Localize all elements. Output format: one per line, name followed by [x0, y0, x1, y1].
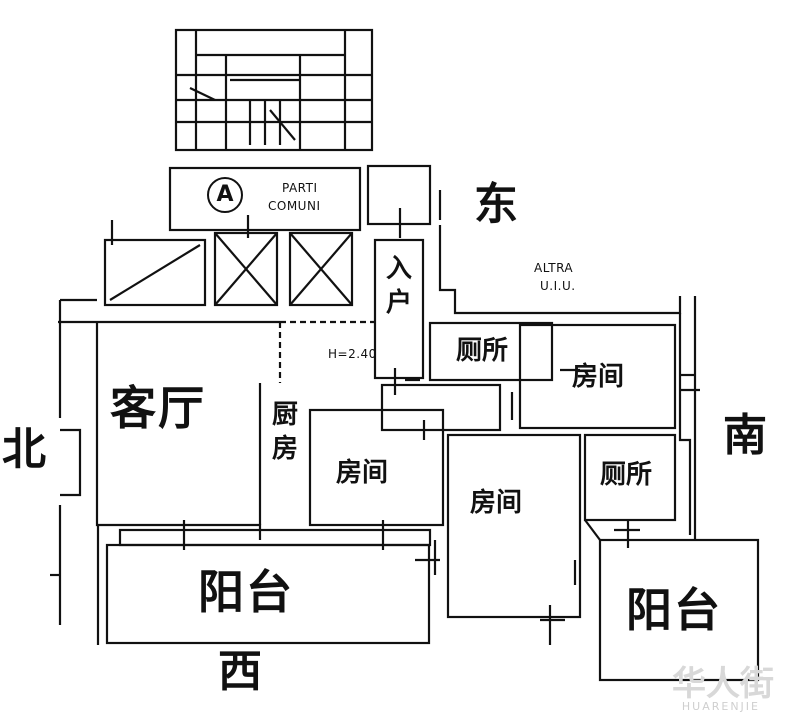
kitchen-char-1: 厨	[271, 400, 298, 430]
balcony-south-box	[598, 538, 760, 682]
altra-label-1: ALTRA	[534, 261, 574, 275]
toilet-right	[583, 433, 677, 522]
entrance-corridor	[373, 238, 425, 380]
room-label-toilet-top: 厕所	[456, 336, 509, 366]
room-label-upper-right: 房间	[572, 362, 625, 392]
room-middle	[308, 408, 445, 527]
shaft-1	[103, 238, 207, 307]
watermark-logo: 华人街	[672, 664, 774, 704]
room-label-kitchen: 厨 房	[270, 402, 300, 470]
room-center	[446, 433, 582, 619]
entrance-char-2: 户	[385, 288, 412, 318]
room-label-middle: 房间	[336, 458, 389, 488]
entrance-char-1: 入	[385, 254, 412, 284]
watermark-sub: HUARENJIE	[681, 700, 760, 713]
parti-label-2: COMUNI	[268, 199, 321, 213]
room-label-entrance: 入 户	[384, 256, 414, 324]
marker-a: A	[207, 177, 243, 213]
stairwell	[174, 28, 374, 152]
direction-north: 北	[2, 424, 46, 475]
shaft-3	[288, 231, 354, 307]
room-label-center: 房间	[470, 488, 523, 518]
direction-south: 南	[723, 410, 767, 461]
room-label-balcony-south: 阳台	[626, 583, 722, 637]
room-upper-right	[518, 323, 677, 430]
direction-east: 东	[474, 179, 518, 230]
room-label-living: 客厅	[110, 381, 206, 435]
room-label-balcony-west: 阳台	[198, 565, 294, 619]
hall	[380, 383, 502, 432]
direction-west: 西	[218, 646, 262, 697]
parti-label-1: PARTI	[282, 181, 318, 195]
common-area-box	[168, 166, 362, 232]
kitchen-char-2: 房	[271, 434, 298, 464]
shaft-2	[213, 231, 279, 307]
room-label-toilet-right: 厕所	[600, 460, 653, 490]
altra-label-2: U.I.U.	[540, 279, 576, 293]
toilet-top	[428, 321, 554, 382]
height-label: H=2.40	[328, 347, 377, 361]
